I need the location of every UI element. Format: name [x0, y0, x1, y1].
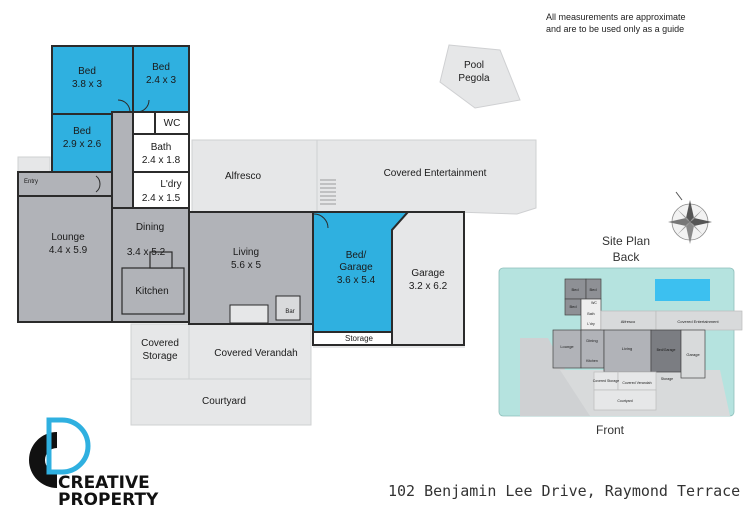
wc-label: WC: [164, 118, 181, 129]
pool-pergola-label-1: Pool: [464, 60, 484, 71]
lounge-size: 4.4 x 5.9: [49, 245, 88, 256]
bath-label: Bath: [151, 142, 172, 153]
lounge-room: [17, 195, 113, 323]
mini-bedgarage-label: Bed/Garage: [657, 348, 676, 352]
site-plan-driveway: [520, 338, 590, 416]
logo-line-2: PROPERTY: [58, 490, 159, 510]
storage-room: [312, 331, 393, 346]
bed1-size: 3.8 x 3: [72, 79, 102, 90]
site-plan-title: Site Plan Back: [588, 233, 664, 265]
site-plan-house: [552, 278, 743, 411]
room-labels: Bed 3.8 x 3 Bed 2.4 x 3 Bed 2.9 x 2.6 WC…: [24, 60, 490, 407]
alfresco-label: Alfresco: [225, 171, 262, 182]
covered-verandah-area: [188, 323, 312, 380]
covered-storage-label-2: Storage: [142, 351, 177, 362]
mini-bed2-label: Bed: [589, 287, 596, 292]
bar-counter: [275, 295, 301, 321]
laundry-size: 2.4 x 1.5: [142, 193, 181, 204]
covered-entertainment-label: Covered Entertainment: [384, 168, 487, 179]
laundry-room: [132, 171, 190, 209]
logo-line-1: CREATIVE: [58, 473, 150, 493]
exterior-areas: [17, 44, 537, 426]
site-plan-title-2: Back: [612, 250, 640, 264]
kitchen-island: [149, 251, 173, 269]
site-plan-pool: [655, 279, 710, 301]
mini-kitchen-label: Kitchen: [586, 359, 598, 363]
covered-verandah-label: Covered Verandah: [214, 348, 297, 359]
bath-room: [132, 133, 190, 173]
mini-courtyard-label: Courtyard: [617, 399, 632, 403]
bar-label: Bar: [285, 309, 294, 315]
bed2-size: 2.4 x 3: [146, 75, 176, 86]
garage-label: Garage: [411, 268, 445, 279]
disclaimer-line-2: and are to be used only as a guide: [546, 24, 685, 34]
garage-room: [391, 211, 465, 346]
courtyard-label: Courtyard: [202, 396, 246, 407]
property-address: 102 Benjamin Lee Drive, Raymond Terrace: [388, 482, 741, 500]
pool-pergola-label-2: Pegola: [458, 73, 490, 84]
mini-bed3-label: Bed: [569, 304, 576, 309]
door-swings: [95, 99, 329, 229]
living-label: Living: [233, 247, 259, 258]
mini-entertain-label: Covered Entertainment: [677, 319, 719, 324]
disclaimer: All measurements are approximate and are…: [546, 11, 736, 35]
dining-size: 3.4 x 5.2: [127, 247, 166, 258]
site-plan-front: Front: [596, 423, 625, 437]
creative-property-logo-icon: [29, 417, 91, 488]
bed3-label: Bed: [73, 126, 91, 137]
site-plan-title-1: Site Plan: [601, 234, 651, 248]
site-plan-labels: Bed Bed Bed WC Bath L'dry Alfresco Cover…: [560, 287, 719, 403]
bed-garage-size: 3.6 x 5.4: [337, 275, 376, 286]
mini-dry-label: L'dry: [587, 322, 595, 326]
courtyard-area: [130, 378, 312, 426]
rooms: [17, 45, 465, 346]
living-size: 5.6 x 5: [231, 260, 261, 271]
bed3-size: 2.9 x 2.6: [63, 139, 102, 150]
laundry-label: L'dry: [160, 179, 181, 190]
bed2-room: [132, 45, 190, 113]
mini-wc-label: WC: [591, 301, 597, 305]
steps: [320, 179, 336, 205]
lounge-label: Lounge: [51, 232, 85, 243]
garage-size: 3.2 x 6.2: [409, 281, 448, 292]
bed-garage-label-1: Bed/: [346, 250, 367, 261]
hall: [111, 111, 134, 213]
alfresco-area: [191, 139, 318, 213]
living-doors: [229, 304, 269, 324]
logo-wordmark: CREATIVE PROPERTY: [58, 475, 158, 509]
bath-size: 2.4 x 1.8: [142, 155, 181, 166]
mini-cstorage-label: Covered Storage: [593, 379, 620, 383]
covered-storage-label-1: Covered: [141, 338, 179, 349]
mini-storage-label: Storage: [661, 377, 673, 381]
dining-label: Dining: [136, 222, 164, 233]
disclaimer-line-1: All measurements are approximate: [546, 12, 686, 22]
mini-bath-label: Bath: [587, 312, 594, 316]
mini-living-label: Living: [622, 346, 632, 351]
site-plan: Bed Bed Bed WC Bath L'dry Alfresco Cover…: [498, 267, 743, 417]
storage-label: Storage: [345, 334, 374, 343]
bed1-label: Bed: [78, 66, 96, 77]
bed2-label: Bed: [152, 62, 170, 73]
pool-pergola-area: [439, 44, 521, 109]
kitchen-area: [121, 267, 185, 315]
mini-garage-label: Garage: [686, 352, 700, 357]
mini-alfresco-label: Alfresco: [621, 319, 636, 324]
garage-front-area: [313, 345, 465, 348]
kitchen-label: Kitchen: [135, 286, 168, 297]
mini-bed-label: Bed: [571, 287, 578, 292]
bed3-room: [51, 113, 113, 173]
entry-label: Entry: [24, 179, 38, 185]
mini-lounge-label: Lounge: [560, 344, 574, 349]
mini-verandah-label: Covered Verandah: [622, 381, 651, 385]
compass-icon: [668, 191, 712, 244]
mini-dining-label: Dining: [586, 338, 597, 343]
bed-garage-label-2: Garage: [339, 262, 373, 273]
